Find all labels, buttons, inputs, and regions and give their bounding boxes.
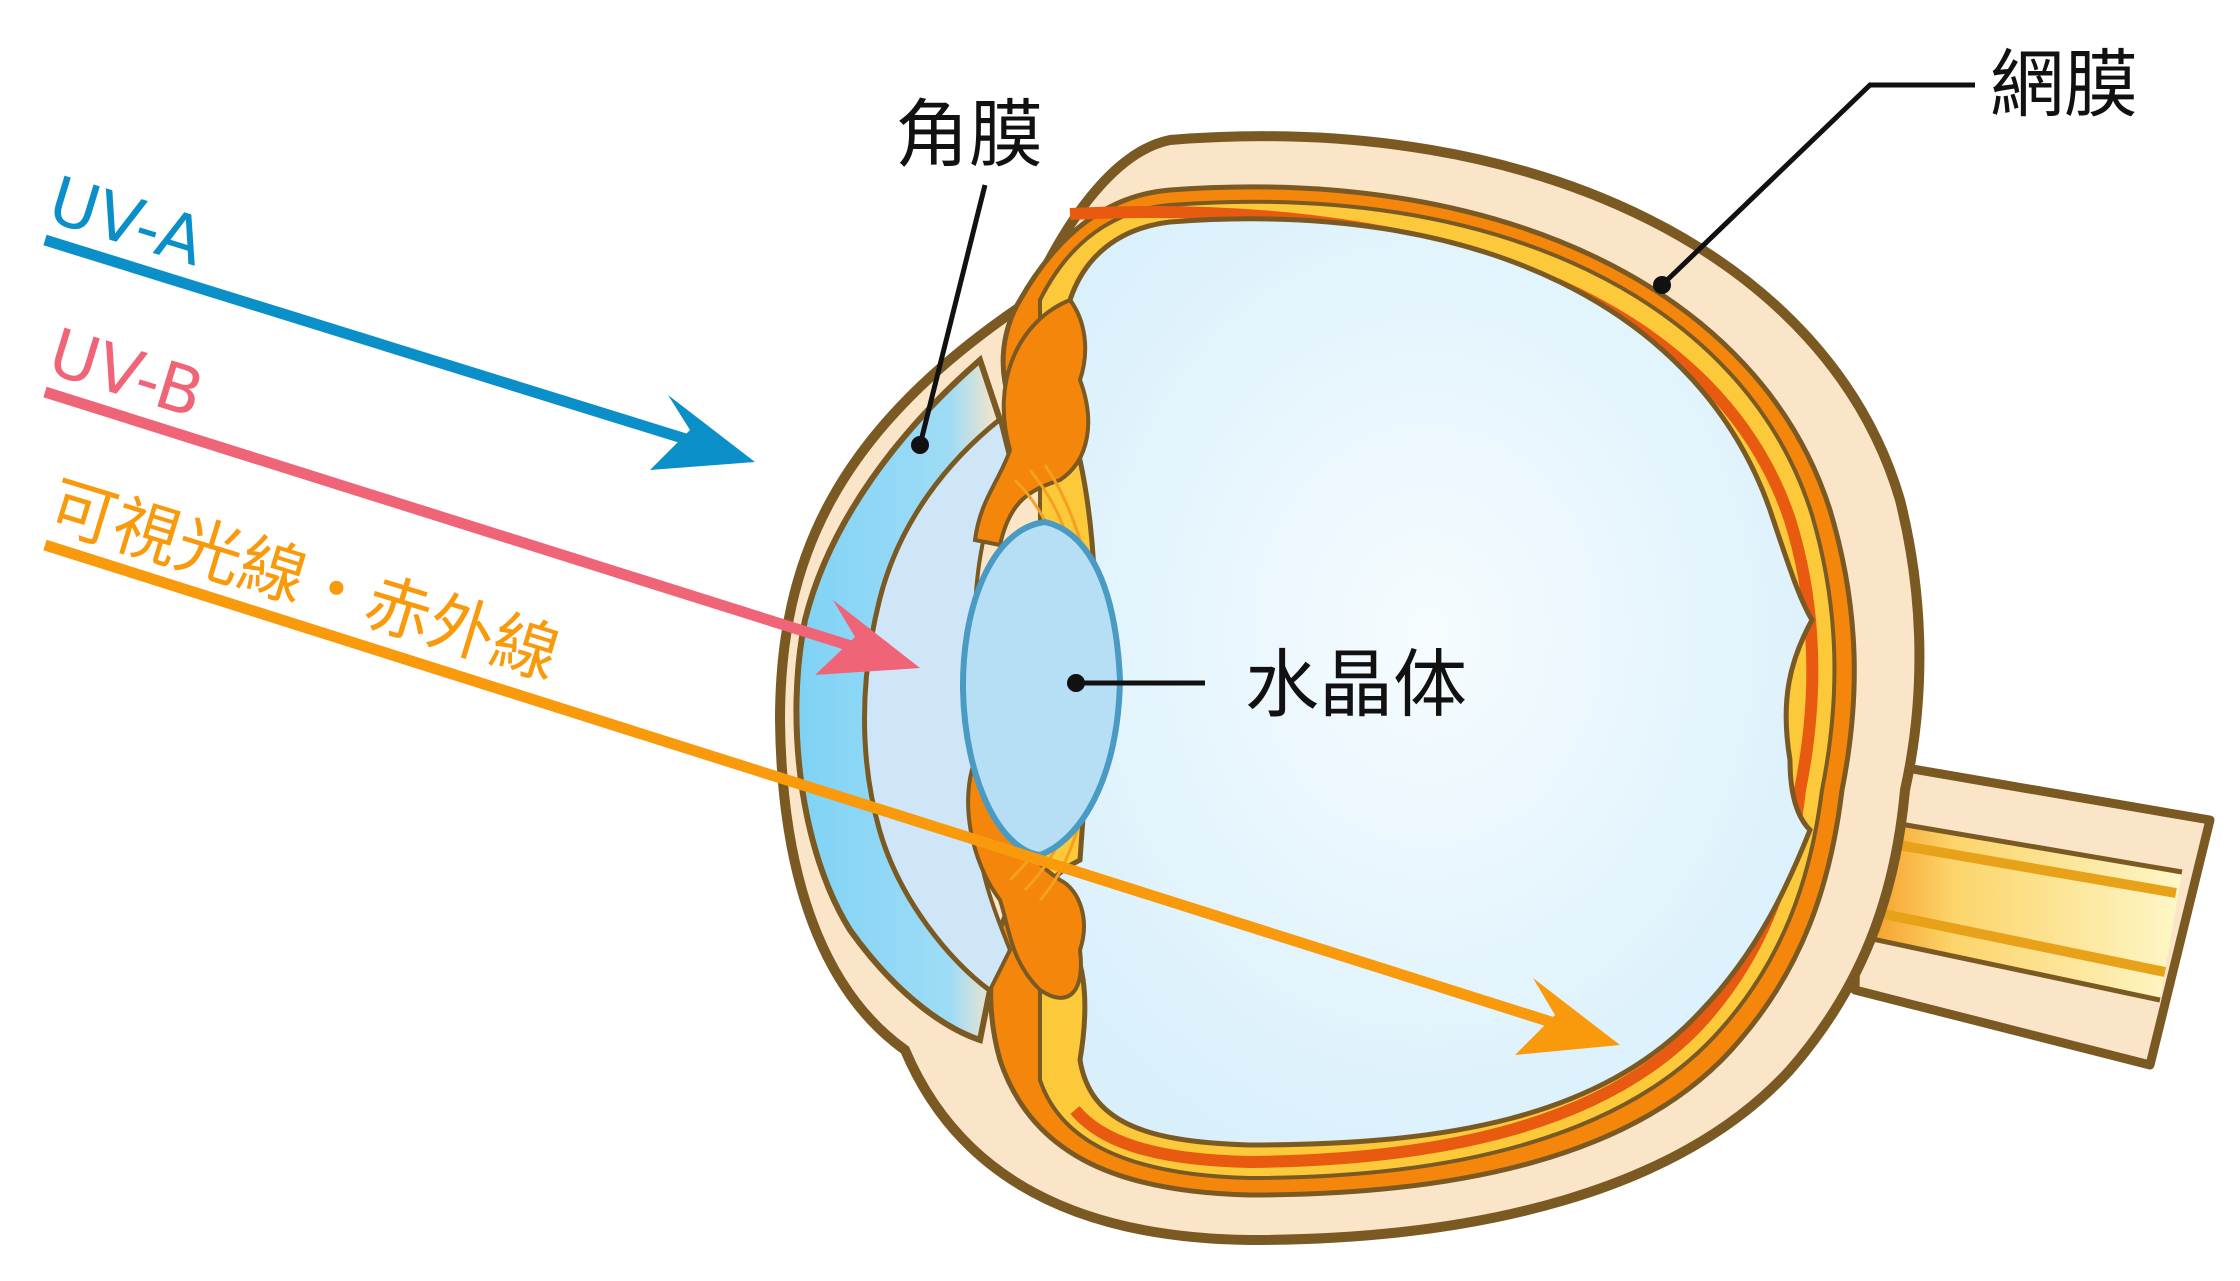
retina-label: 網膜 — [1990, 42, 2138, 128]
uvb-ray — [43, 386, 920, 675]
uva-ray — [43, 234, 755, 470]
visible-infrared-ray — [43, 539, 1620, 1055]
optic-nerve — [1829, 755, 2215, 1070]
lens-leader — [1067, 674, 1205, 692]
retina-leader — [1653, 82, 1975, 294]
cornea-leader — [911, 184, 988, 454]
cornea-label: 角膜 — [895, 92, 1043, 178]
visible-infrared-label: 可視光線・赤外線 — [40, 467, 567, 695]
lens-label: 水晶体 — [1245, 642, 1467, 728]
iris-upper — [972, 297, 1091, 548]
